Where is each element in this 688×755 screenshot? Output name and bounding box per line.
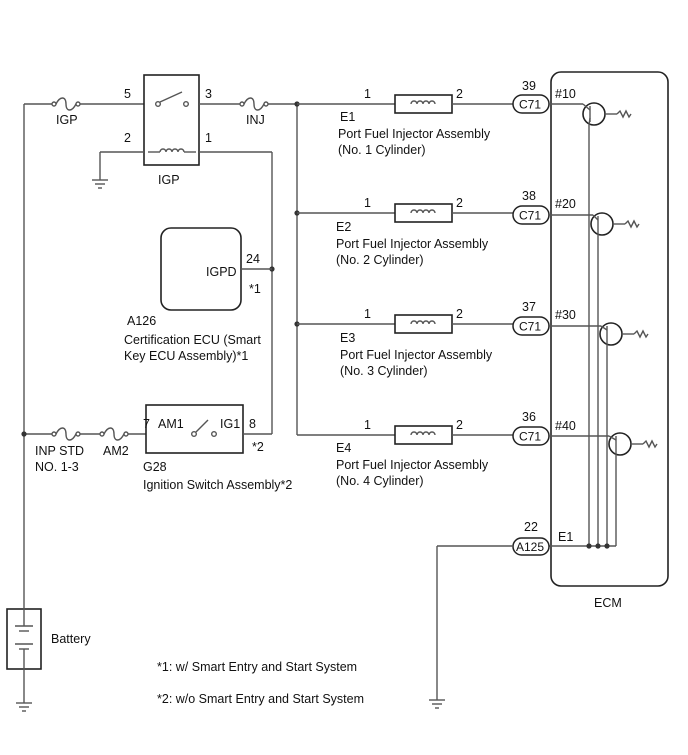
ecm-ground-icon — [429, 545, 513, 709]
transistor-icon — [608, 432, 658, 456]
footnote-1: *1: w/ Smart Entry and Start System — [157, 660, 357, 674]
ecm-label: ECM — [594, 596, 622, 610]
inp-std-fuse-icon — [51, 427, 81, 441]
igp-relay — [143, 74, 200, 166]
ign-switch-ig1: IG1 — [220, 417, 240, 431]
inp-std-fuse-label-2: NO. 1-3 — [35, 460, 79, 474]
junction-dot — [586, 543, 592, 549]
injector-4-pin-out: 2 — [456, 418, 463, 432]
injector-1-name: Port Fuel Injector Assembly — [338, 127, 491, 141]
ign-switch-pin-8: 8 — [249, 417, 256, 431]
injector-1-code: E1 — [340, 110, 355, 124]
injector-4-code: E4 — [336, 441, 351, 455]
injector-2-pin-out: 2 — [456, 196, 463, 210]
relay-coil-icon — [148, 148, 196, 153]
junction-dot — [595, 543, 601, 549]
injector-2-code: E2 — [336, 220, 351, 234]
injector-4-connector: C71 — [519, 430, 541, 444]
inj-fuse-label: INJ — [246, 113, 265, 127]
injector-row-1: 1 2 E1 Port Fuel Injector Assembly (No. … — [297, 79, 583, 157]
relay-ground-icon — [92, 151, 144, 189]
relay-pin-3: 3 — [205, 87, 212, 101]
inp-std-fuse-label-1: INP STD — [35, 444, 84, 458]
ign-switch-pin-7: 7 — [143, 417, 150, 431]
injector-2-pin-in: 1 — [364, 196, 371, 210]
injector-1-ecm-pin: 39 — [522, 79, 536, 93]
injector-2-connector: C71 — [519, 209, 541, 223]
relay-switch-icon — [154, 91, 189, 107]
cert-ecu-pin: 24 — [246, 252, 260, 266]
battery-symbol — [6, 608, 42, 670]
injector-2-terminal: #20 — [555, 197, 576, 211]
ecm-ground-bus — [549, 125, 617, 547]
injector-row-4: 1 2 E4 Port Fuel Injector Assembly (No. … — [297, 410, 609, 488]
injector-1-terminal: #10 — [555, 87, 576, 101]
injector-3-code: E3 — [340, 331, 355, 345]
injector-3-name: Port Fuel Injector Assembly — [340, 348, 493, 362]
ignition-switch — [145, 404, 244, 454]
am2-fuse-icon — [99, 427, 129, 441]
injector-coil-icon — [410, 320, 436, 325]
injector-1-pin-out: 2 — [456, 87, 463, 101]
injector-2-ecm-pin: 38 — [522, 189, 536, 203]
igp-fuse-label: IGP — [56, 113, 78, 127]
injector-4-ecm-pin: 36 — [522, 410, 536, 424]
battery-label: Battery — [51, 632, 91, 646]
injector-3-terminal: #30 — [555, 308, 576, 322]
battery-ground-icon — [16, 669, 32, 712]
injector-coil-icon — [410, 431, 436, 436]
ecm-ground-pin: 22 — [524, 520, 538, 534]
ign-switch-name: Ignition Switch Assembly*2 — [143, 478, 292, 492]
injector-3-connector: C71 — [519, 320, 541, 334]
injector-1-pin-in: 1 — [364, 87, 371, 101]
am2-fuse-label: AM2 — [103, 444, 129, 458]
transistor-icon — [582, 102, 632, 126]
injector-4-cylinder: (No. 4 Cylinder) — [336, 474, 424, 488]
injector-row-3: 1 2 E3 Port Fuel Injector Assembly (No. … — [297, 300, 601, 378]
cert-ecu-code: A126 — [127, 314, 156, 328]
ecm-ground-terminal: E1 — [558, 530, 573, 544]
injector-4-terminal: #40 — [555, 419, 576, 433]
ign-switch-am1: AM1 — [158, 417, 184, 431]
injector-3-ecm-pin: 37 — [522, 300, 536, 314]
igp-fuse-icon — [51, 97, 81, 111]
main-supply-wire — [23, 103, 146, 609]
injector-coil-icon — [410, 100, 436, 105]
injector-row-2: 1 2 E2 Port Fuel Injector Assembly (No. … — [297, 189, 593, 267]
injector-4-name: Port Fuel Injector Assembly — [336, 458, 489, 472]
injector-2-cylinder: (No. 2 Cylinder) — [336, 253, 424, 267]
cert-ecu-note: *1 — [249, 282, 261, 296]
transistor-icon — [590, 212, 640, 236]
relay-pin-5: 5 — [124, 87, 131, 101]
junction-dot — [604, 543, 610, 549]
injector-2-name: Port Fuel Injector Assembly — [336, 237, 489, 251]
cert-ecu-name-1: Certification ECU (Smart — [124, 333, 261, 347]
cert-ecu-pin-label: IGPD — [206, 265, 237, 279]
injector-3-cylinder: (No. 3 Cylinder) — [340, 364, 428, 378]
junction-dot — [21, 431, 27, 437]
injector-4-pin-in: 1 — [364, 418, 371, 432]
cert-ecu-name-2: Key ECU Assembly)*1 — [124, 349, 248, 363]
relay-label: IGP — [158, 173, 180, 187]
footnote-2: *2: w/o Smart Entry and Start System — [157, 692, 364, 706]
injector-3-pin-in: 1 — [364, 307, 371, 321]
ecm-ground-connector: A125 — [516, 540, 544, 554]
relay-pin-2: 2 — [124, 131, 131, 145]
ignition-switch-contact-icon — [190, 419, 217, 438]
injector-1-connector: C71 — [519, 98, 541, 112]
transistor-icon — [599, 322, 649, 346]
injector-3-pin-out: 2 — [456, 307, 463, 321]
ign-switch-code: G28 — [143, 460, 167, 474]
relay-pin-1: 1 — [205, 131, 212, 145]
inj-fuse-icon — [239, 97, 269, 111]
injector-1-cylinder: (No. 1 Cylinder) — [338, 143, 426, 157]
ign-switch-note: *2 — [252, 440, 264, 454]
injector-coil-icon — [410, 209, 436, 214]
